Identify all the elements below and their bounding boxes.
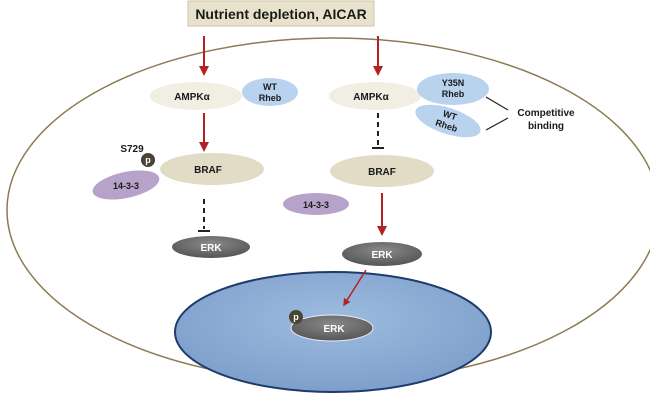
ampk-left [150,82,242,110]
ampk-right-label: AMPKα [353,92,389,103]
rheb-mutant [417,73,489,105]
braf-left [160,153,264,185]
protein-1433-left [92,170,160,200]
protein-1433-right-label: 14-3-3 [303,200,329,210]
nucleus-content: ERK p [289,310,374,342]
rheb-wt-right [415,104,481,138]
competitive-line-top [485,96,509,111]
protein-1433-left-label: 14-3-3 [113,181,139,191]
phospho-marker-left-label: p [145,155,151,165]
phospho-marker-left [141,153,155,167]
rheb-wt-right-label-1: WT [442,108,459,122]
competitive-binding-label-1: Competitive [517,108,575,119]
braf-right-label: BRAF [368,167,396,178]
ampk-right [329,82,421,110]
arrow-erk-to-nucleus [343,269,367,307]
erk-left [172,236,250,258]
phospho-site-label: S729 [120,144,144,155]
rheb-mutant-label-2: Rheb [442,89,465,99]
phospho-marker-nucleus-label: p [293,312,299,322]
erk-nucleus-label: ERK [323,324,345,335]
protein-1433-right [283,193,349,215]
ampk-left-label: AMPKα [174,92,210,103]
left-pathway: AMPKα WT Rheb S729 BRAF 14-3-3 p ERK [92,78,298,258]
rheb-left [242,78,298,106]
right-pathway: AMPKα Y35N Rheb WT Rheb Competitive bind… [283,73,575,307]
competitive-line-bottom [485,117,509,131]
braf-right [330,155,434,187]
rheb-mutant-label-1: Y35N [442,78,465,88]
title-box: Nutrient depletion, AICAR [187,0,375,27]
erk-right-label: ERK [371,250,393,261]
erk-nucleus [290,314,374,342]
phospho-marker-nucleus [289,310,303,324]
competitive-binding-label-2: binding [528,121,564,132]
braf-left-label: BRAF [194,165,222,176]
title-text: Nutrient depletion, AICAR [195,6,366,22]
erk-left-label: ERK [200,243,222,254]
rheb-left-label-1: WT [263,82,277,92]
rheb-left-label-2: Rheb [259,93,282,103]
erk-right [342,242,422,266]
